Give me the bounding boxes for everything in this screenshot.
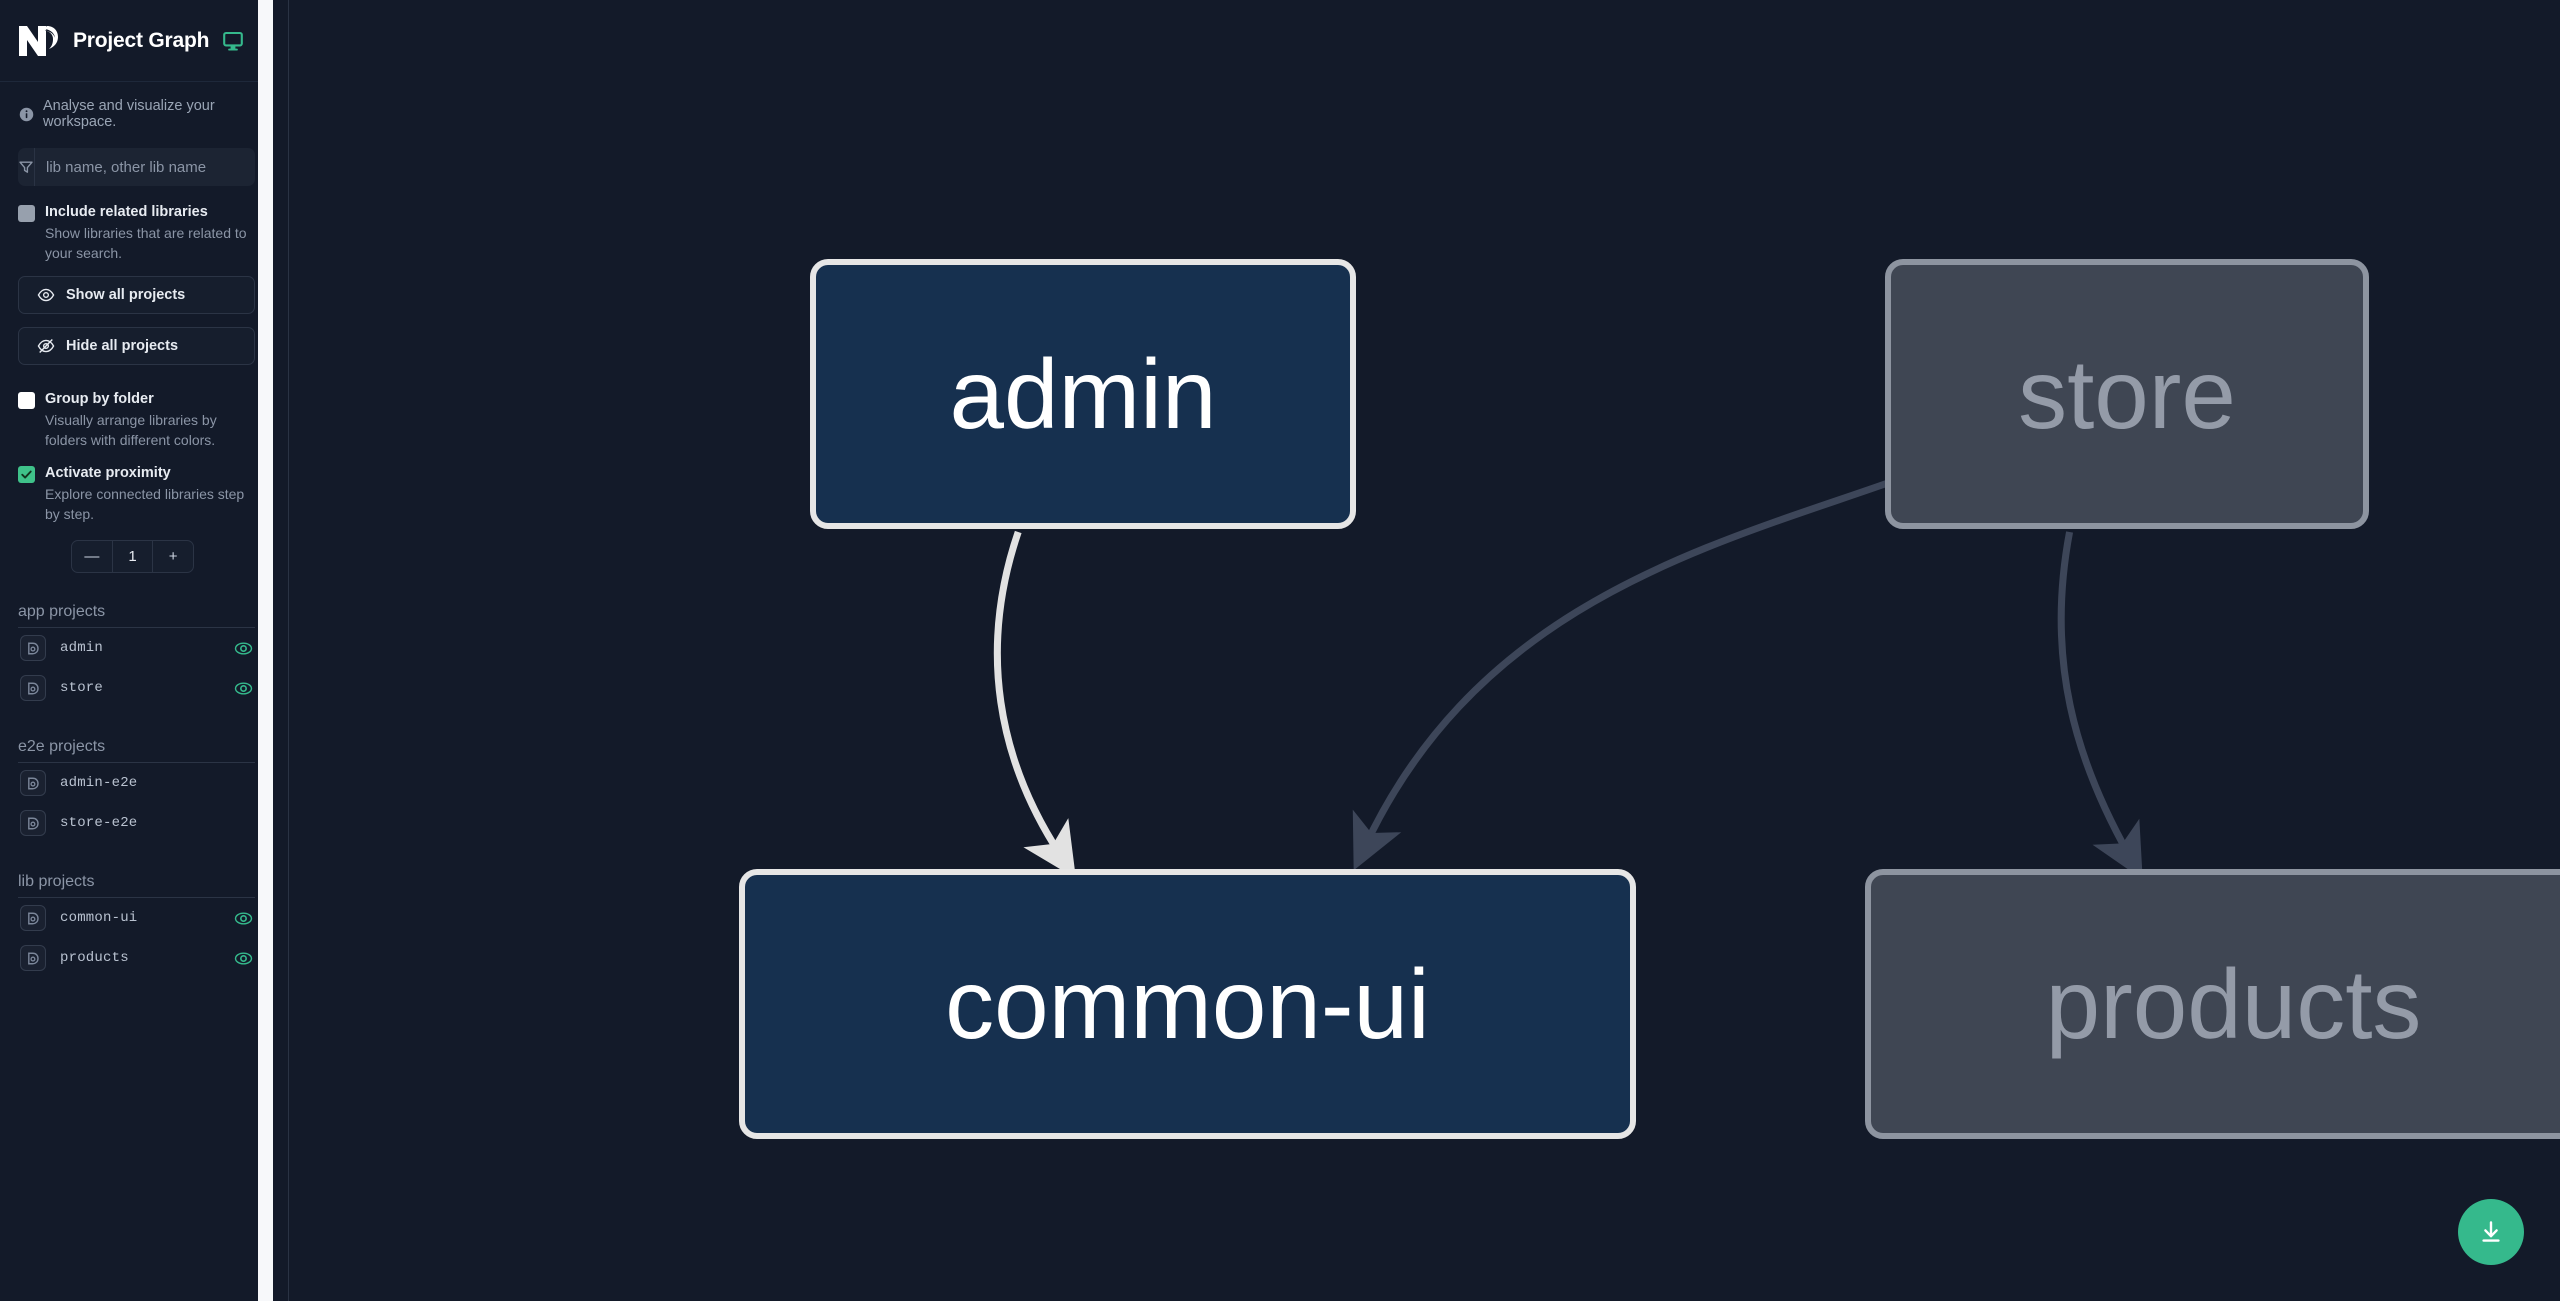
tagline: Analyse and visualize your workspace. [0, 82, 273, 142]
project-group-e2e: e2e projects admin-e2e store-e2 [0, 738, 273, 843]
graph-node-products[interactable]: products [1865, 869, 2560, 1139]
edge-store-to-common-ui [1352, 476, 1898, 871]
project-icon [20, 635, 46, 662]
hide-all-projects-button[interactable]: Hide all projects [18, 327, 255, 366]
sidebar-controls: Include related libraries Show libraries… [0, 142, 273, 574]
project-group-lib: lib projects common-ui [0, 873, 273, 978]
project-row-products[interactable]: products [18, 938, 255, 978]
project-name: common-ui [60, 910, 138, 927]
graph-canvas[interactable]: admin store common-ui products [273, 0, 2560, 1301]
graph-node-label: store [2018, 339, 2236, 449]
project-icon [20, 945, 46, 972]
sidebar-header: Project Graph [0, 0, 273, 82]
graph-node-store[interactable]: store [1885, 259, 2369, 529]
graph-node-label: common-ui [945, 949, 1430, 1059]
checkbox-include-related-libraries[interactable] [18, 205, 35, 222]
sidebar-scrollbar[interactable] [258, 0, 273, 1301]
stepper-divider [152, 541, 154, 573]
group-title: e2e projects [18, 738, 255, 764]
project-name: store-e2e [60, 815, 138, 832]
project-visibility-eye-icon[interactable] [234, 679, 253, 698]
monitor-icon[interactable] [222, 30, 244, 52]
project-name: store [60, 680, 104, 697]
graph-node-admin[interactable]: admin [810, 259, 1356, 529]
page-title: Project Graph [73, 28, 210, 52]
proximity-stepper[interactable]: — 1 + [71, 540, 194, 574]
show-all-projects-button[interactable]: Show all projects [18, 276, 255, 315]
stepper-divider [111, 541, 113, 573]
download-graph-button[interactable] [2458, 1199, 2524, 1265]
project-icon [20, 675, 46, 702]
project-row-admin-e2e[interactable]: admin-e2e [18, 763, 255, 803]
group-title: app projects [18, 603, 255, 629]
project-visibility-eye-icon[interactable] [234, 639, 253, 658]
project-visibility-eye-icon[interactable] [234, 909, 253, 928]
project-visibility-eye-icon[interactable] [234, 949, 253, 968]
proximity-decrement-button[interactable]: — [72, 541, 112, 572]
hide-all-projects-label: Hide all projects [66, 338, 179, 355]
show-all-projects-label: Show all projects [66, 287, 186, 304]
proximity-value: 1 [128, 548, 137, 566]
option-desc: Show libraries that are related to your … [45, 224, 247, 261]
project-name: admin-e2e [60, 775, 138, 792]
sidebar-divider [288, 0, 289, 1301]
proximity-increment-button[interactable]: + [153, 541, 193, 572]
option-desc: Visually arrange libraries by folders wi… [45, 411, 217, 449]
sidebar: Project Graph Analyse and visualize your… [0, 0, 273, 1301]
group-title: lib projects [18, 873, 255, 899]
option-desc: Explore connected libraries step by step… [45, 485, 245, 523]
edge-store-to-products [2057, 531, 2143, 880]
edge-admin-to-common-ui [993, 530, 1076, 879]
project-row-store[interactable]: store [18, 668, 255, 708]
download-icon [2477, 1218, 2505, 1246]
option-title: Activate proximity [45, 465, 171, 482]
search-row[interactable] [18, 148, 255, 186]
option-title: Include related libraries [45, 204, 208, 220]
eye-off-icon [37, 337, 55, 355]
nx-logo [16, 20, 60, 62]
checkbox-group-by-folder[interactable] [18, 392, 35, 410]
graph-node-label: products [2045, 949, 2422, 1059]
project-icon [20, 810, 46, 837]
project-group-app: app projects admin [0, 603, 273, 708]
info-icon [19, 107, 34, 122]
graph-node-label: admin [949, 339, 1217, 449]
eye-icon [37, 286, 55, 304]
search-input[interactable] [35, 148, 255, 186]
filter-funnel-icon [18, 148, 35, 186]
graph-edges [993, 476, 2143, 880]
project-name: admin [60, 640, 104, 657]
graph-node-common-ui[interactable]: common-ui [739, 869, 1636, 1139]
project-row-store-e2e[interactable]: store-e2e [18, 803, 255, 843]
option-activate-proximity[interactable]: Activate proximity Explore connected lib… [18, 464, 255, 524]
project-icon [20, 770, 46, 797]
project-icon [20, 905, 46, 932]
tagline-text: Analyse and visualize your workspace. [43, 98, 215, 130]
option-include-related-libraries[interactable]: Include related libraries Show libraries… [18, 203, 255, 263]
checkbox-activate-proximity[interactable] [18, 466, 35, 484]
project-row-common-ui[interactable]: common-ui [18, 898, 255, 938]
option-title: Group by folder [45, 391, 154, 408]
project-row-admin[interactable]: admin [18, 628, 255, 668]
option-group-by-folder[interactable]: Group by folder Visually arrange librari… [18, 390, 255, 450]
project-name: products [60, 950, 129, 967]
